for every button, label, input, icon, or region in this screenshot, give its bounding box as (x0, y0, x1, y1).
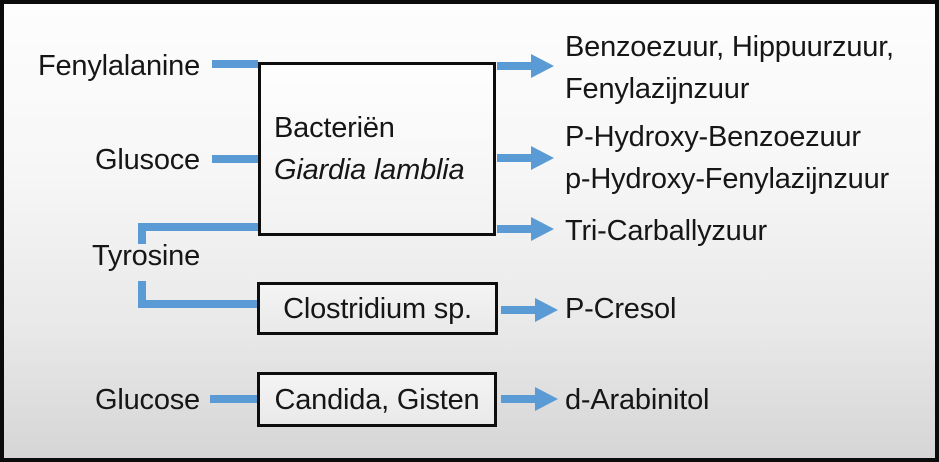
product-group-giardia-2: P-Hydroxy-Benzoezuur p-Hydroxy-Fenylazij… (565, 116, 889, 200)
product-label-fenylazijnzuur: Fenylazijnzuur (565, 73, 750, 105)
arrow-icon-giardia-products-1 (497, 52, 555, 80)
connector-glucose-to-candida (210, 395, 258, 403)
substrate-label-glusoce: Glusoce (95, 144, 200, 176)
connector-tyrosine-up-vertical (138, 223, 146, 244)
connector-tyrosine-down-vertical (138, 281, 146, 308)
product-group-giardia-1: Benzoezuur, Hippuurzuur, Fenylazijnzuur (565, 26, 894, 110)
organism-label-giardia-lamblia: Giardia lamblia (274, 154, 465, 186)
substrate-label-fenylalanine: Fenylalanine (37, 50, 200, 82)
organism-label-bacterien: Bacteriën (274, 112, 395, 144)
product-label-p-hydroxy-fenylazijnzuur: p-Hydroxy-Fenylazijnzuur (565, 163, 889, 195)
organism-box-giardia: Bacteriën Giardia lamblia (258, 62, 496, 236)
substrate-label-tyrosine: Tyrosine (92, 240, 200, 272)
substrate-label-glucose: Glucose (95, 384, 200, 416)
arrow-icon-clostridium-product (501, 296, 559, 324)
organism-label-candida: Candida, Gisten (274, 383, 480, 416)
connector-glusoce-to-giardia (212, 155, 258, 163)
arrow-icon-giardia-products-2 (497, 144, 555, 172)
organism-box-clostridium: Clostridium sp. (257, 282, 498, 335)
arrow-icon-candida-product (501, 385, 559, 413)
connector-tyrosine-to-clostridium (138, 300, 257, 308)
product-label-benzoezuur-hippuurzuur: Benzoezuur, Hippuurzuur, (565, 31, 894, 63)
arrow-icon-giardia-products-3 (497, 215, 555, 243)
product-label-p-hydroxy-benzoezuur: P-Hydroxy-Benzoezuur (565, 121, 861, 153)
product-label-p-cresol: P-Cresol (565, 293, 677, 325)
connector-fenylalanine-to-giardia (212, 60, 258, 68)
connector-tyrosine-to-giardia (138, 223, 258, 231)
product-label-d-arabinitol: d-Arabinitol (565, 384, 710, 416)
organism-label-clostridium: Clostridium sp. (283, 292, 472, 325)
product-label-tri-carballyzuur: Tri-Carballyzuur (565, 215, 767, 247)
organism-box-candida: Candida, Gisten (257, 372, 497, 427)
